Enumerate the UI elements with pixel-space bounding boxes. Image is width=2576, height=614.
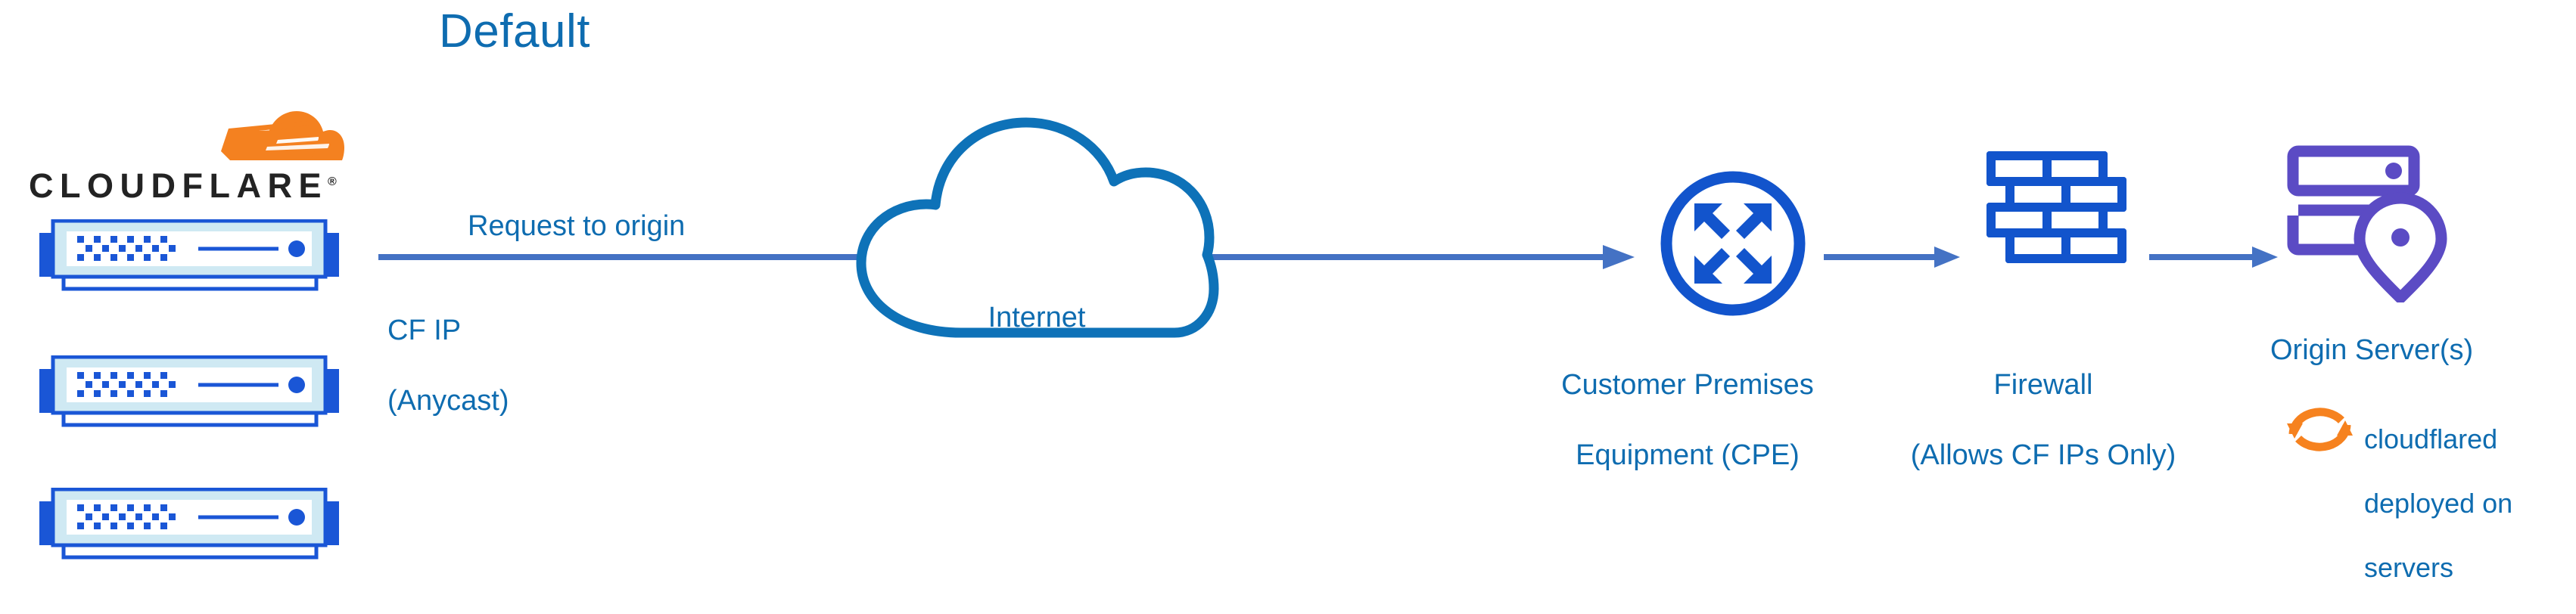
arrow-cpe-to-firewall bbox=[1824, 247, 1960, 268]
arrow-firewall-to-origin bbox=[2149, 247, 2278, 268]
cloudflare-wordmark: CLOUDFLARE® bbox=[29, 166, 347, 206]
cloudflared-note-line2: deployed on bbox=[2364, 488, 2513, 519]
cloudflared-note-line3: servers bbox=[2364, 552, 2454, 584]
cpe-label: Customer Premises Equipment (CPE) bbox=[1514, 333, 1862, 508]
cpe-label-line1: Customer Premises bbox=[1561, 369, 1814, 402]
firewall-label: Firewall (Allows CF IPs Only) bbox=[1854, 333, 2232, 508]
server-rack-icon bbox=[39, 488, 339, 560]
cloudflared-note-line1: cloudflared bbox=[2364, 423, 2498, 455]
brick-wall-icon bbox=[1986, 151, 2126, 263]
firewall-label-line2: (Allows CF IPs Only) bbox=[1910, 439, 2176, 472]
cf-ip-label-line2: (Anycast) bbox=[387, 385, 509, 417]
sync-arrows-icon bbox=[2287, 408, 2353, 451]
server-rack-icon bbox=[39, 219, 339, 291]
origin-server-label: Origin Server(s) bbox=[2270, 334, 2474, 366]
cloudflare-logo: CLOUDFLARE® bbox=[29, 97, 347, 218]
registered-trademark-symbol: ® bbox=[327, 175, 337, 188]
page-title: Default bbox=[439, 5, 590, 57]
cloudflare-cloud-mark-icon bbox=[221, 111, 344, 160]
server-stack-pin-icon bbox=[2287, 145, 2447, 302]
cloudflared-note-label: cloudflared deployed on servers bbox=[2364, 392, 2553, 614]
cloudflare-wordmark-text: CLOUDFLARE bbox=[29, 166, 328, 205]
firewall-label-line1: Firewall bbox=[1993, 369, 2093, 402]
cpe-label-line2: Equipment (CPE) bbox=[1576, 439, 1800, 472]
router-circle-arrows-icon bbox=[1660, 171, 1806, 316]
cloud-icon bbox=[856, 117, 1219, 338]
request-to-origin-label: Request to origin bbox=[468, 210, 686, 242]
internet-label: Internet bbox=[988, 302, 1086, 333]
cf-ip-anycast-label: CF IP (Anycast) bbox=[387, 278, 509, 454]
cf-ip-label-line1: CF IP bbox=[387, 315, 462, 347]
server-rack-icon bbox=[39, 355, 339, 427]
